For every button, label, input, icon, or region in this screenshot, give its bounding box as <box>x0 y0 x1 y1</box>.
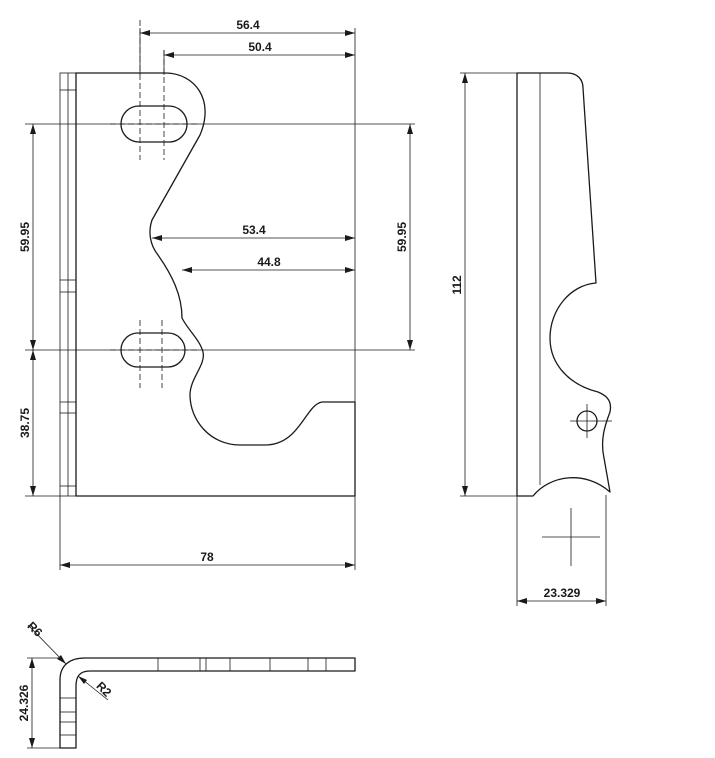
dim-59-95-right-label: 59.95 <box>395 222 409 252</box>
side-dimension-lines <box>460 72 607 606</box>
front-view <box>59 20 356 497</box>
dim-r2-label: R2 <box>93 679 114 700</box>
side-dimension-labels: 112 23.329 <box>450 275 581 600</box>
dim-24-326-label: 24.326 <box>17 684 31 721</box>
dim-59-95-left-label: 59.95 <box>18 222 32 252</box>
dim-23-329-label: 23.329 <box>544 586 581 600</box>
bend-view <box>27 624 356 749</box>
side-view <box>516 72 612 566</box>
dim-53-4-label: 53.4 <box>242 223 266 237</box>
dim-56-4-label: 56.4 <box>236 18 260 32</box>
side-profile-outline <box>516 72 612 497</box>
dim-50-4-label: 50.4 <box>248 40 272 54</box>
dim-38-75-label: 38.75 <box>18 408 32 438</box>
bend-profile-outline <box>59 657 356 749</box>
extension-lines <box>25 28 415 570</box>
dim-r6-label: R6 <box>24 619 45 640</box>
dim-112-label: 112 <box>450 275 464 295</box>
bend-dimension-labels: R6 R2 24.326 <box>17 619 114 722</box>
plate-outline <box>75 72 356 497</box>
dim-78-label: 78 <box>200 550 214 564</box>
dim-44-8-label: 44.8 <box>257 255 281 269</box>
bend-dimension-lines <box>27 657 60 749</box>
dimension-lines <box>30 30 413 568</box>
dimension-labels: 56.4 50.4 53.4 44.8 59.95 38.75 59.95 78 <box>18 18 409 564</box>
